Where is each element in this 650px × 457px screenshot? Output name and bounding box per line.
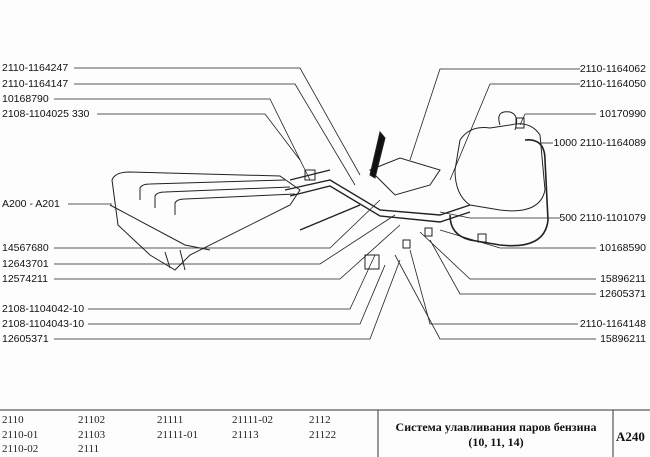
- part-label: 10168790: [2, 93, 49, 105]
- diagram-title: Система улавливания паров бензина (10, 1…: [380, 420, 612, 450]
- leader-lines-right: [394, 68, 596, 340]
- part-label: 2108-1104042-10: [2, 303, 85, 315]
- part-label: 1000 2110-1164089: [553, 137, 646, 149]
- model-code: 2111: [78, 443, 100, 455]
- expansion-tank-right: [304, 111, 549, 270]
- part-label: 2110-1164147: [2, 78, 69, 90]
- part-label: 15896211: [600, 273, 646, 285]
- adsorber-canister: [369, 130, 441, 196]
- part-label: 14567680: [2, 242, 49, 254]
- model-code: 21111-02: [232, 414, 273, 426]
- page-code: A240: [616, 429, 645, 444]
- part-label: 2110-1164247: [2, 62, 69, 74]
- title-line-2: (10, 11, 14): [468, 435, 524, 449]
- model-code: 21111: [157, 414, 184, 426]
- part-label: 10168590: [599, 242, 646, 254]
- part-label: 2108-1104043-10: [2, 318, 85, 330]
- model-code: 21103: [78, 429, 106, 441]
- model-code: 2110-01: [2, 429, 39, 441]
- title-line-1: Система улавливания паров бензина: [395, 420, 597, 434]
- leader-lines-left: [54, 67, 401, 340]
- part-label: A200 - A201: [2, 198, 60, 210]
- model-code: 2110: [2, 414, 24, 426]
- part-label: 2110-1164062: [579, 63, 646, 75]
- title-block-lines: [0, 409, 650, 457]
- part-label: 12574211: [2, 273, 48, 285]
- part-label: 12605371: [599, 288, 646, 300]
- vapor-lines: [284, 169, 471, 231]
- part-label: 2110-1164050: [579, 78, 646, 90]
- model-code: 21113: [232, 429, 259, 441]
- model-code: 2112: [309, 414, 331, 426]
- model-code: 21102: [78, 414, 106, 426]
- part-label: 12643701: [2, 258, 49, 270]
- part-label: 12605371: [2, 333, 49, 345]
- part-label: 15896211: [600, 333, 646, 345]
- model-code: 2110-02: [2, 443, 39, 455]
- part-label: 500 2110-1101079: [559, 212, 646, 224]
- part-label: 2110-1164148: [579, 318, 646, 330]
- model-code: 21122: [309, 429, 337, 441]
- model-code: 21111-01: [157, 429, 198, 441]
- fuel-tank-left: [109, 171, 301, 271]
- part-label: 10170990: [599, 108, 646, 120]
- part-label: 2108-1104025 330: [2, 108, 90, 120]
